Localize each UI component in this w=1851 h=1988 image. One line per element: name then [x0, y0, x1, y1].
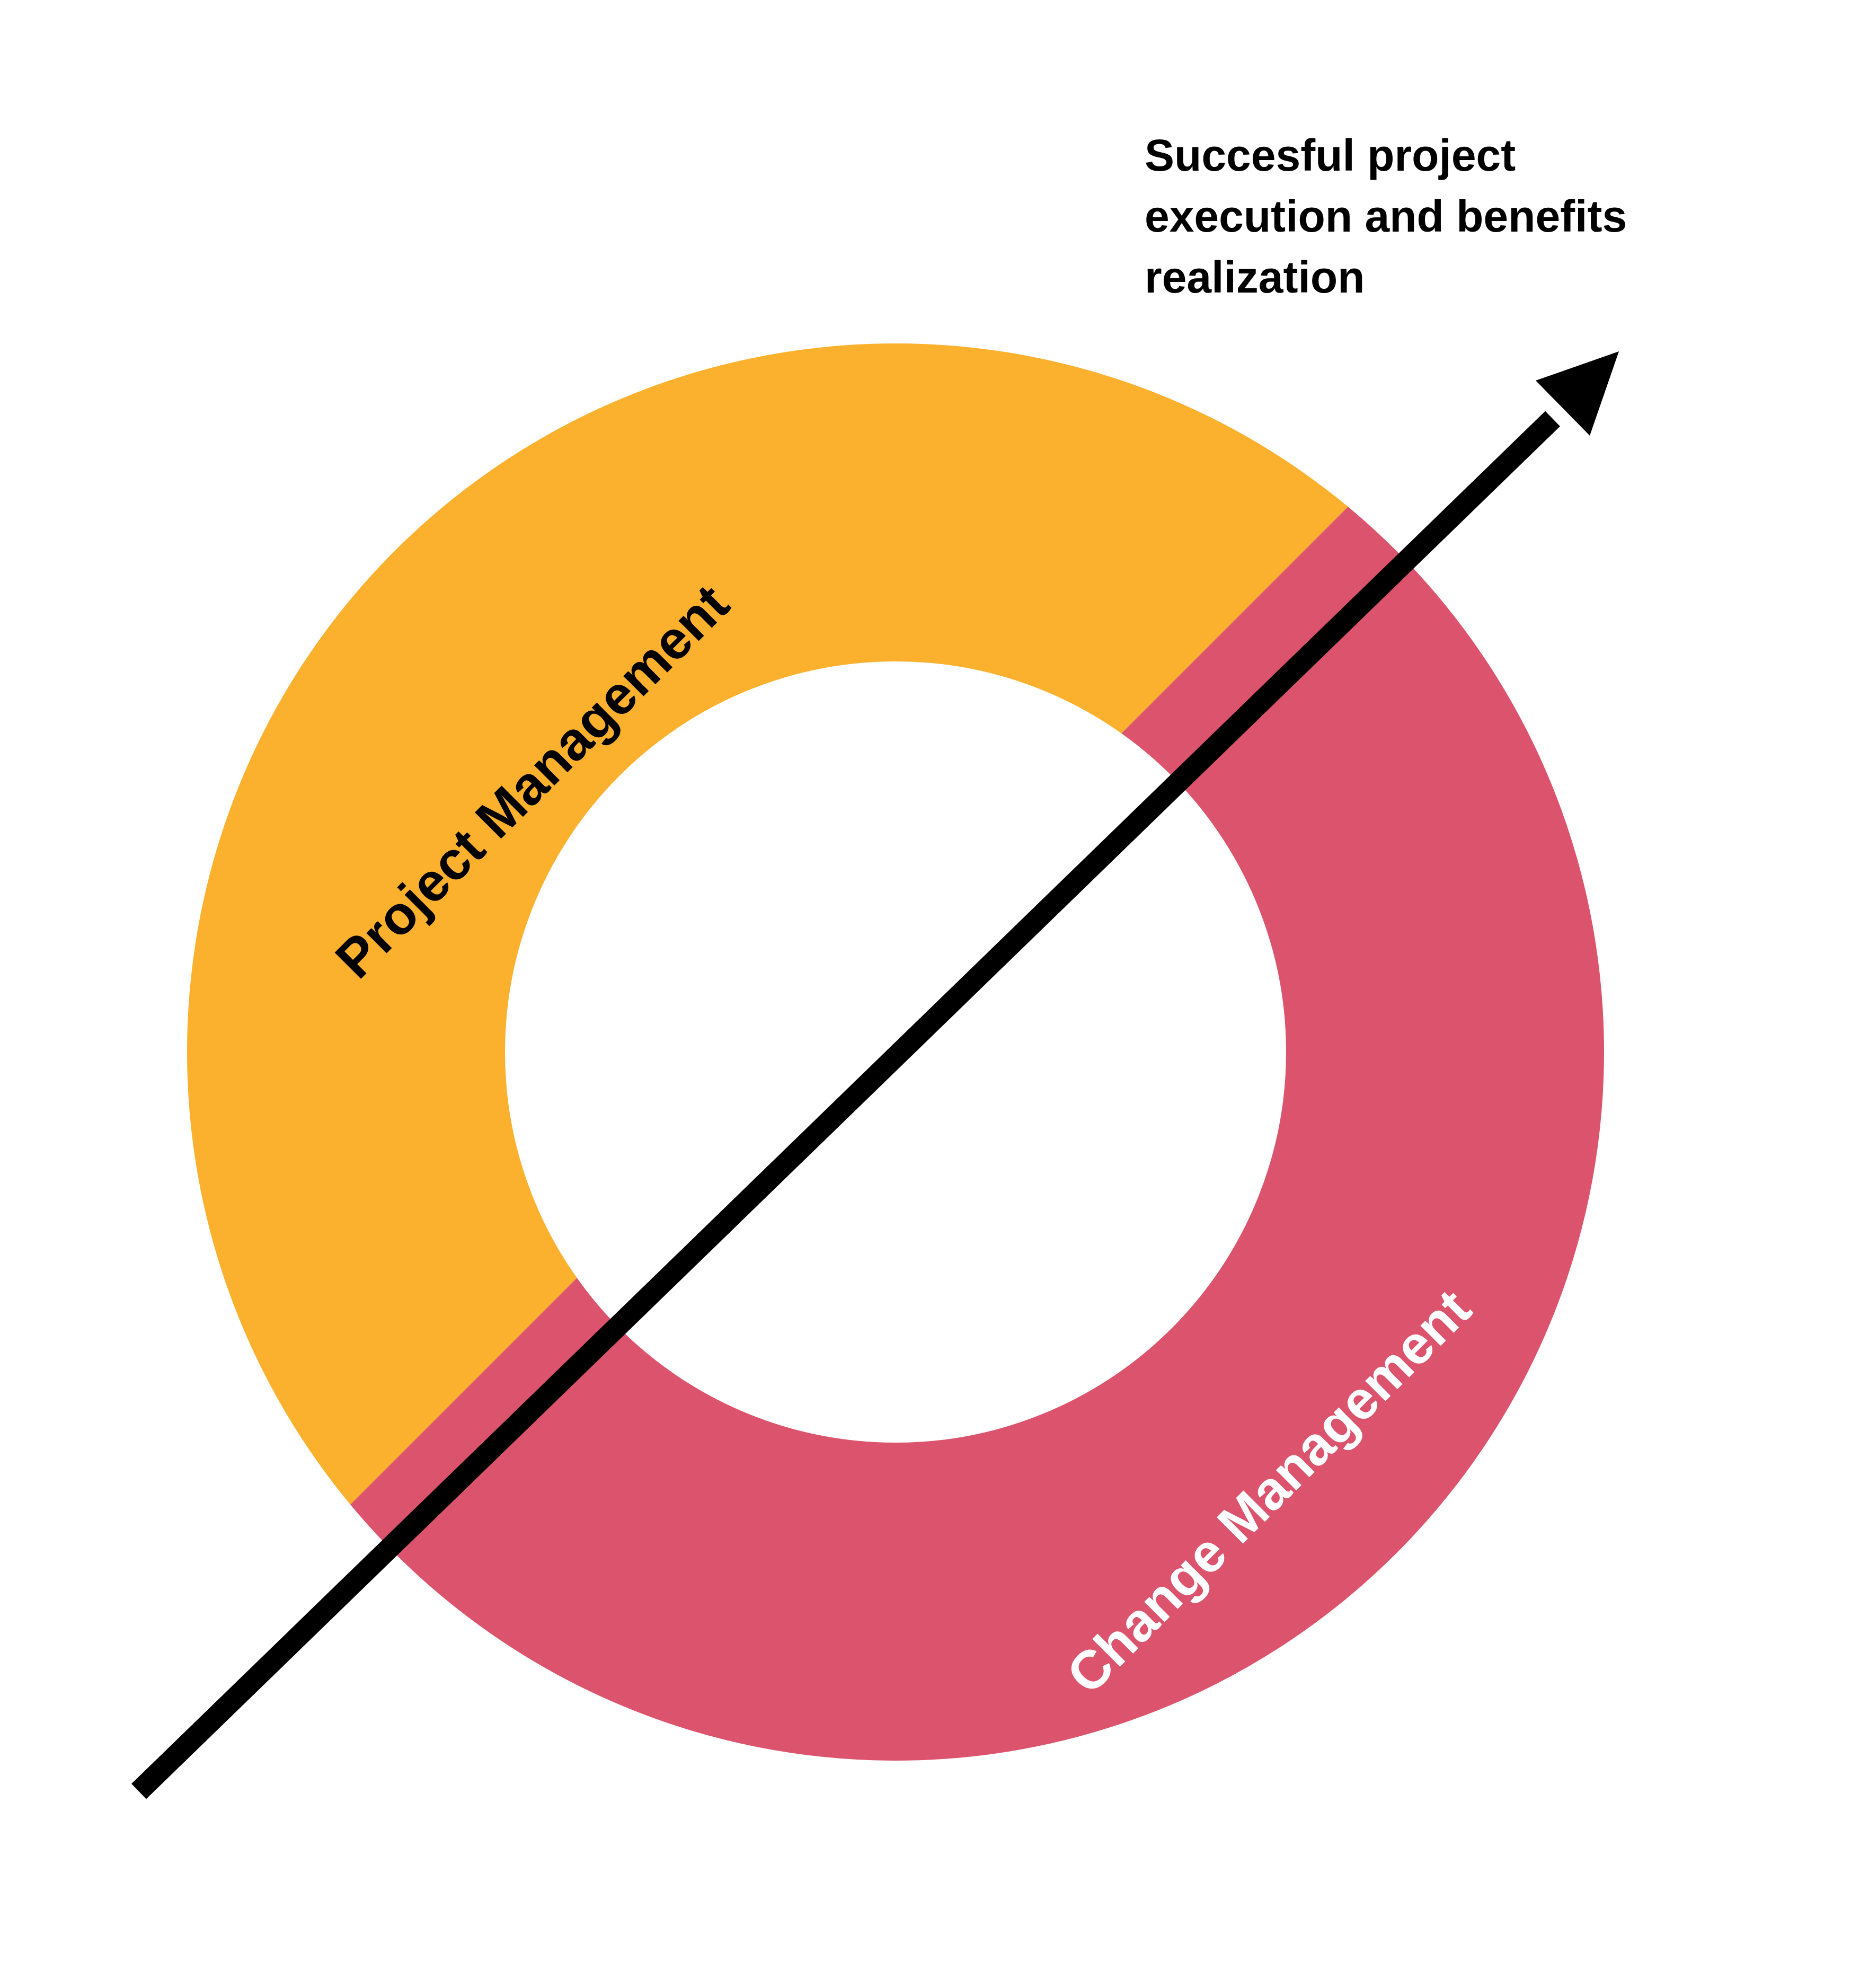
goal-label-line-1: Succesful project: [1145, 130, 1516, 180]
goal-label-line-2: execution and benefits: [1145, 191, 1627, 241]
goal-label: Succesful project execution and benefits…: [1145, 130, 1640, 302]
progress-arrow: [131, 351, 1619, 1799]
arrow-shaft: [131, 411, 1560, 1799]
goal-label-line-3: realization: [1145, 252, 1365, 302]
donut-ring: [187, 343, 1604, 1761]
arrow-head-icon: [1536, 351, 1619, 436]
